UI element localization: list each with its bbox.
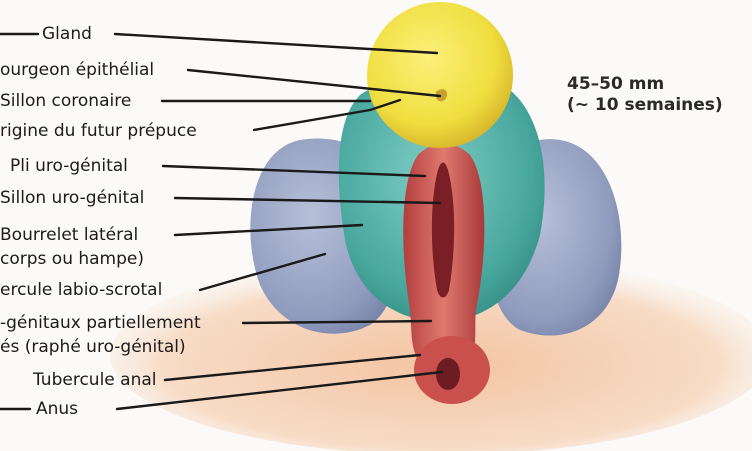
label-pli-uro-genital: Pli uro-génital bbox=[10, 156, 128, 176]
label-bourrelet-lateral: Bourrelet latéral bbox=[0, 225, 138, 245]
label-bourrelet-lateral-2: corps ou hampe) bbox=[0, 249, 144, 269]
stage-age: (~ 10 semaines) bbox=[567, 95, 723, 116]
stage-note: 45–50 mm (~ 10 semaines) bbox=[567, 74, 723, 116]
label-sillon-coronaire: Sillon coronaire bbox=[0, 91, 131, 111]
label-origine-prepuce: rigine du futur prépuce bbox=[0, 121, 197, 141]
label-tubercule-anal: Tubercule anal bbox=[33, 370, 156, 390]
anus-opening bbox=[436, 358, 460, 390]
label-gland: Gland bbox=[42, 24, 92, 44]
label-tubercule-labio-scrotal: ercule labio-scrotal bbox=[0, 280, 162, 300]
label-plis-uro-genitaux-2: és (raphé uro-génital) bbox=[0, 337, 186, 357]
stage-size: 45–50 mm bbox=[567, 74, 723, 95]
label-sillon-uro-genital: Sillon uro-génital bbox=[0, 188, 144, 208]
label-plis-uro-genitaux: -génitaux partiellement bbox=[0, 313, 201, 333]
glans bbox=[367, 2, 513, 148]
label-anus: Anus bbox=[36, 399, 78, 419]
label-bourgeon-epithelial: ourgeon épithélial bbox=[0, 60, 154, 80]
